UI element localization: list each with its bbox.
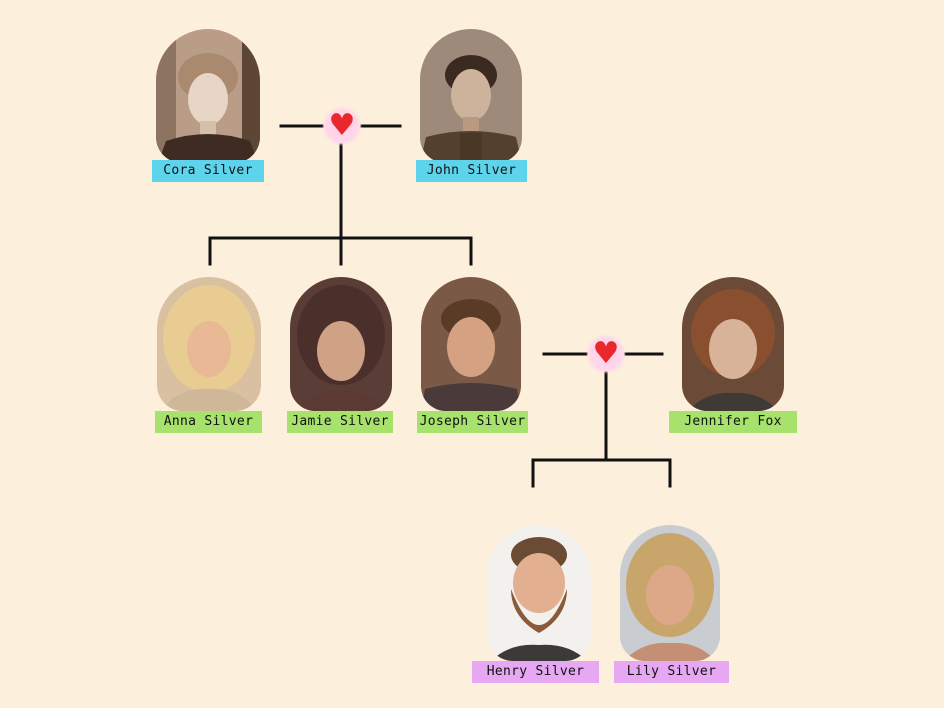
marriage-heart-joseph-jennifer: ♥	[586, 334, 626, 374]
portrait-photo-jennifer	[682, 277, 784, 411]
name-label: Cora Silver	[152, 160, 264, 182]
portrait-photo-cora	[156, 29, 260, 163]
name-label: Anna Silver	[155, 411, 262, 433]
heart-icon: ♥	[592, 336, 620, 371]
marriage-heart-cora-john: ♥	[322, 106, 362, 146]
heart-icon: ♥	[328, 108, 356, 143]
name-label: Jamie Silver	[287, 411, 393, 433]
portrait-photo-joseph	[421, 277, 521, 411]
portrait-photo-anna	[157, 277, 261, 411]
name-label: Lily Silver	[614, 661, 729, 683]
name-label: Henry Silver	[472, 661, 599, 683]
name-label: Jennifer Fox	[669, 411, 797, 433]
name-label: Joseph Silver	[417, 411, 528, 433]
portrait-photo-henry	[487, 525, 591, 661]
portrait-photo-lily	[620, 525, 720, 661]
portrait-photo-john	[420, 29, 522, 163]
name-label: John Silver	[416, 160, 527, 182]
portrait-photo-jamie	[290, 277, 392, 411]
